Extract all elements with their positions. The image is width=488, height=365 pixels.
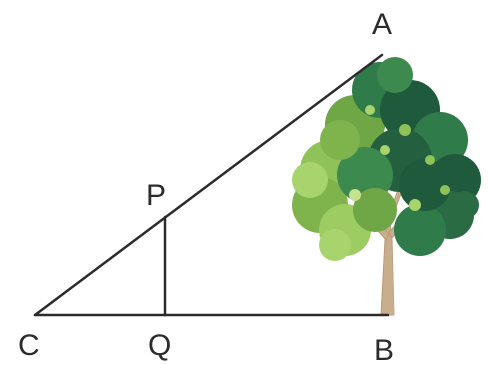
label-point-P: P — [146, 179, 166, 212]
tree-foliage — [292, 57, 481, 261]
label-point-Q: Q — [148, 329, 171, 362]
line-CA — [33, 53, 384, 317]
label-point-A: A — [372, 8, 392, 41]
label-point-B: B — [374, 334, 394, 365]
label-point-C: C — [18, 329, 40, 362]
triangle-lines — [33, 53, 390, 317]
tree-icon — [292, 57, 481, 316]
